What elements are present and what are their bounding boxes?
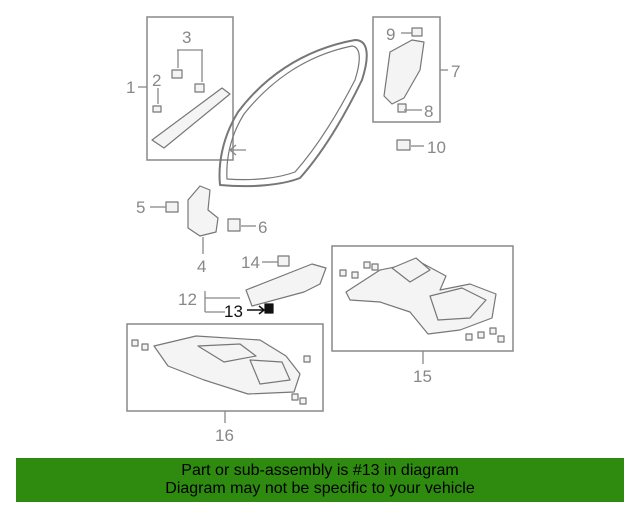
callout-label-3: 3 bbox=[182, 28, 191, 47]
callout-group-12-13-14: 14 12 13 bbox=[178, 253, 327, 321]
pillar-trim-part-7 bbox=[383, 39, 425, 105]
callout-label-1: 1 bbox=[126, 78, 135, 97]
parts-diagram: 1 2 3 7 8 9 10 5 6 4 bbox=[126, 16, 514, 445]
clip-part-14 bbox=[277, 255, 290, 267]
callout-label-13: 13 bbox=[224, 302, 243, 321]
pillar-trim-part-4 bbox=[187, 185, 219, 237]
callout-label-9: 9 bbox=[386, 25, 395, 44]
fitment-notice-banner: Part or sub-assembly is #13 in diagram D… bbox=[16, 458, 624, 502]
sill-trim-part-12 bbox=[245, 263, 327, 307]
callout-group-15: 15 bbox=[331, 245, 514, 386]
callout-label-8: 8 bbox=[424, 102, 433, 121]
callout-label-15: 15 bbox=[413, 367, 432, 386]
clip-part-3b bbox=[194, 83, 205, 93]
callout-label-16: 16 bbox=[215, 426, 234, 445]
bracket-part-6 bbox=[227, 218, 241, 232]
garnish-strip-part bbox=[151, 87, 231, 149]
callout-group-1-2-3: 1 2 3 bbox=[126, 16, 234, 161]
door-opening-weatherstrip bbox=[218, 39, 368, 188]
callout-label-7: 7 bbox=[451, 62, 460, 81]
callout-label-12: 12 bbox=[178, 290, 197, 309]
callout-group-7-8-9: 7 8 9 bbox=[372, 16, 460, 123]
banner-line-2: Diagram may not be specific to your vehi… bbox=[165, 480, 475, 497]
clip-part-5 bbox=[165, 201, 179, 213]
callout-group-16: 16 bbox=[126, 323, 324, 445]
callout-label-6: 6 bbox=[258, 218, 267, 237]
clip-part-8 bbox=[397, 103, 407, 113]
clip-part-3a bbox=[171, 69, 183, 79]
banner-line-1: Part or sub-assembly is #13 in diagram bbox=[181, 462, 459, 479]
callout-group-4-5-6: 5 6 4 bbox=[136, 185, 267, 276]
callout-label-2: 2 bbox=[152, 71, 161, 90]
box-part-1 bbox=[146, 16, 234, 161]
callout-label-4: 4 bbox=[197, 257, 206, 276]
clip-part-9 bbox=[411, 27, 423, 37]
clip-part-2 bbox=[152, 105, 162, 113]
clip-part-10 bbox=[396, 139, 411, 151]
callout-label-5: 5 bbox=[136, 198, 145, 217]
callout-group-10: 10 bbox=[396, 138, 446, 157]
callout-label-10: 10 bbox=[427, 138, 446, 157]
callout-label-14: 14 bbox=[241, 253, 260, 272]
clip-part-13 bbox=[264, 303, 274, 314]
